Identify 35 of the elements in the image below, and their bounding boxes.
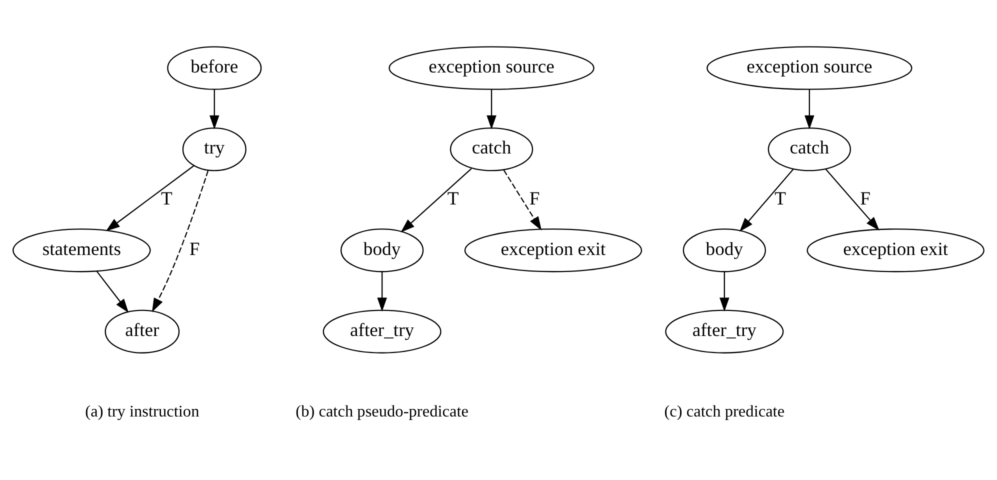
node-ellipse: catch (450, 127, 534, 172)
node-ellipse: exception source (706, 46, 912, 90)
edge-label: T (160, 188, 172, 210)
arrow (377, 272, 387, 312)
label: (c) catch predicate (664, 402, 785, 421)
node-ellipse: catch (768, 127, 851, 172)
arrow (96, 271, 129, 313)
node-ellipse: try (182, 127, 246, 172)
node-ellipse: after_try (665, 310, 784, 354)
node-ellipse: exception source (388, 46, 594, 90)
node-ellipse: exception exit (806, 228, 984, 272)
edge-label: F (529, 188, 540, 210)
node-ellipse: body (340, 228, 424, 272)
arrow (152, 170, 209, 312)
node-ellipse: after (104, 310, 180, 354)
label: (a) try instruction (85, 402, 200, 421)
edge-label: T (774, 188, 786, 210)
node-ellipse: statements (12, 228, 151, 272)
arrow (210, 90, 220, 130)
edge-label: T (447, 188, 459, 210)
node-ellipse: exception exit (464, 228, 642, 272)
label: (b) catch pseudo-predicate (296, 402, 468, 421)
arrow (720, 272, 730, 312)
node-ellipse: after_try (322, 310, 442, 354)
arrow (486, 90, 496, 130)
edge-label: F (860, 188, 870, 210)
edge-label: F (189, 238, 200, 260)
arrow (825, 168, 880, 231)
arrow (106, 165, 194, 232)
node-ellipse: body (682, 228, 766, 272)
node-ellipse: before (167, 46, 262, 90)
arrow (804, 90, 814, 130)
arrow (739, 168, 794, 232)
arrow (400, 168, 472, 232)
arrow (503, 170, 542, 231)
